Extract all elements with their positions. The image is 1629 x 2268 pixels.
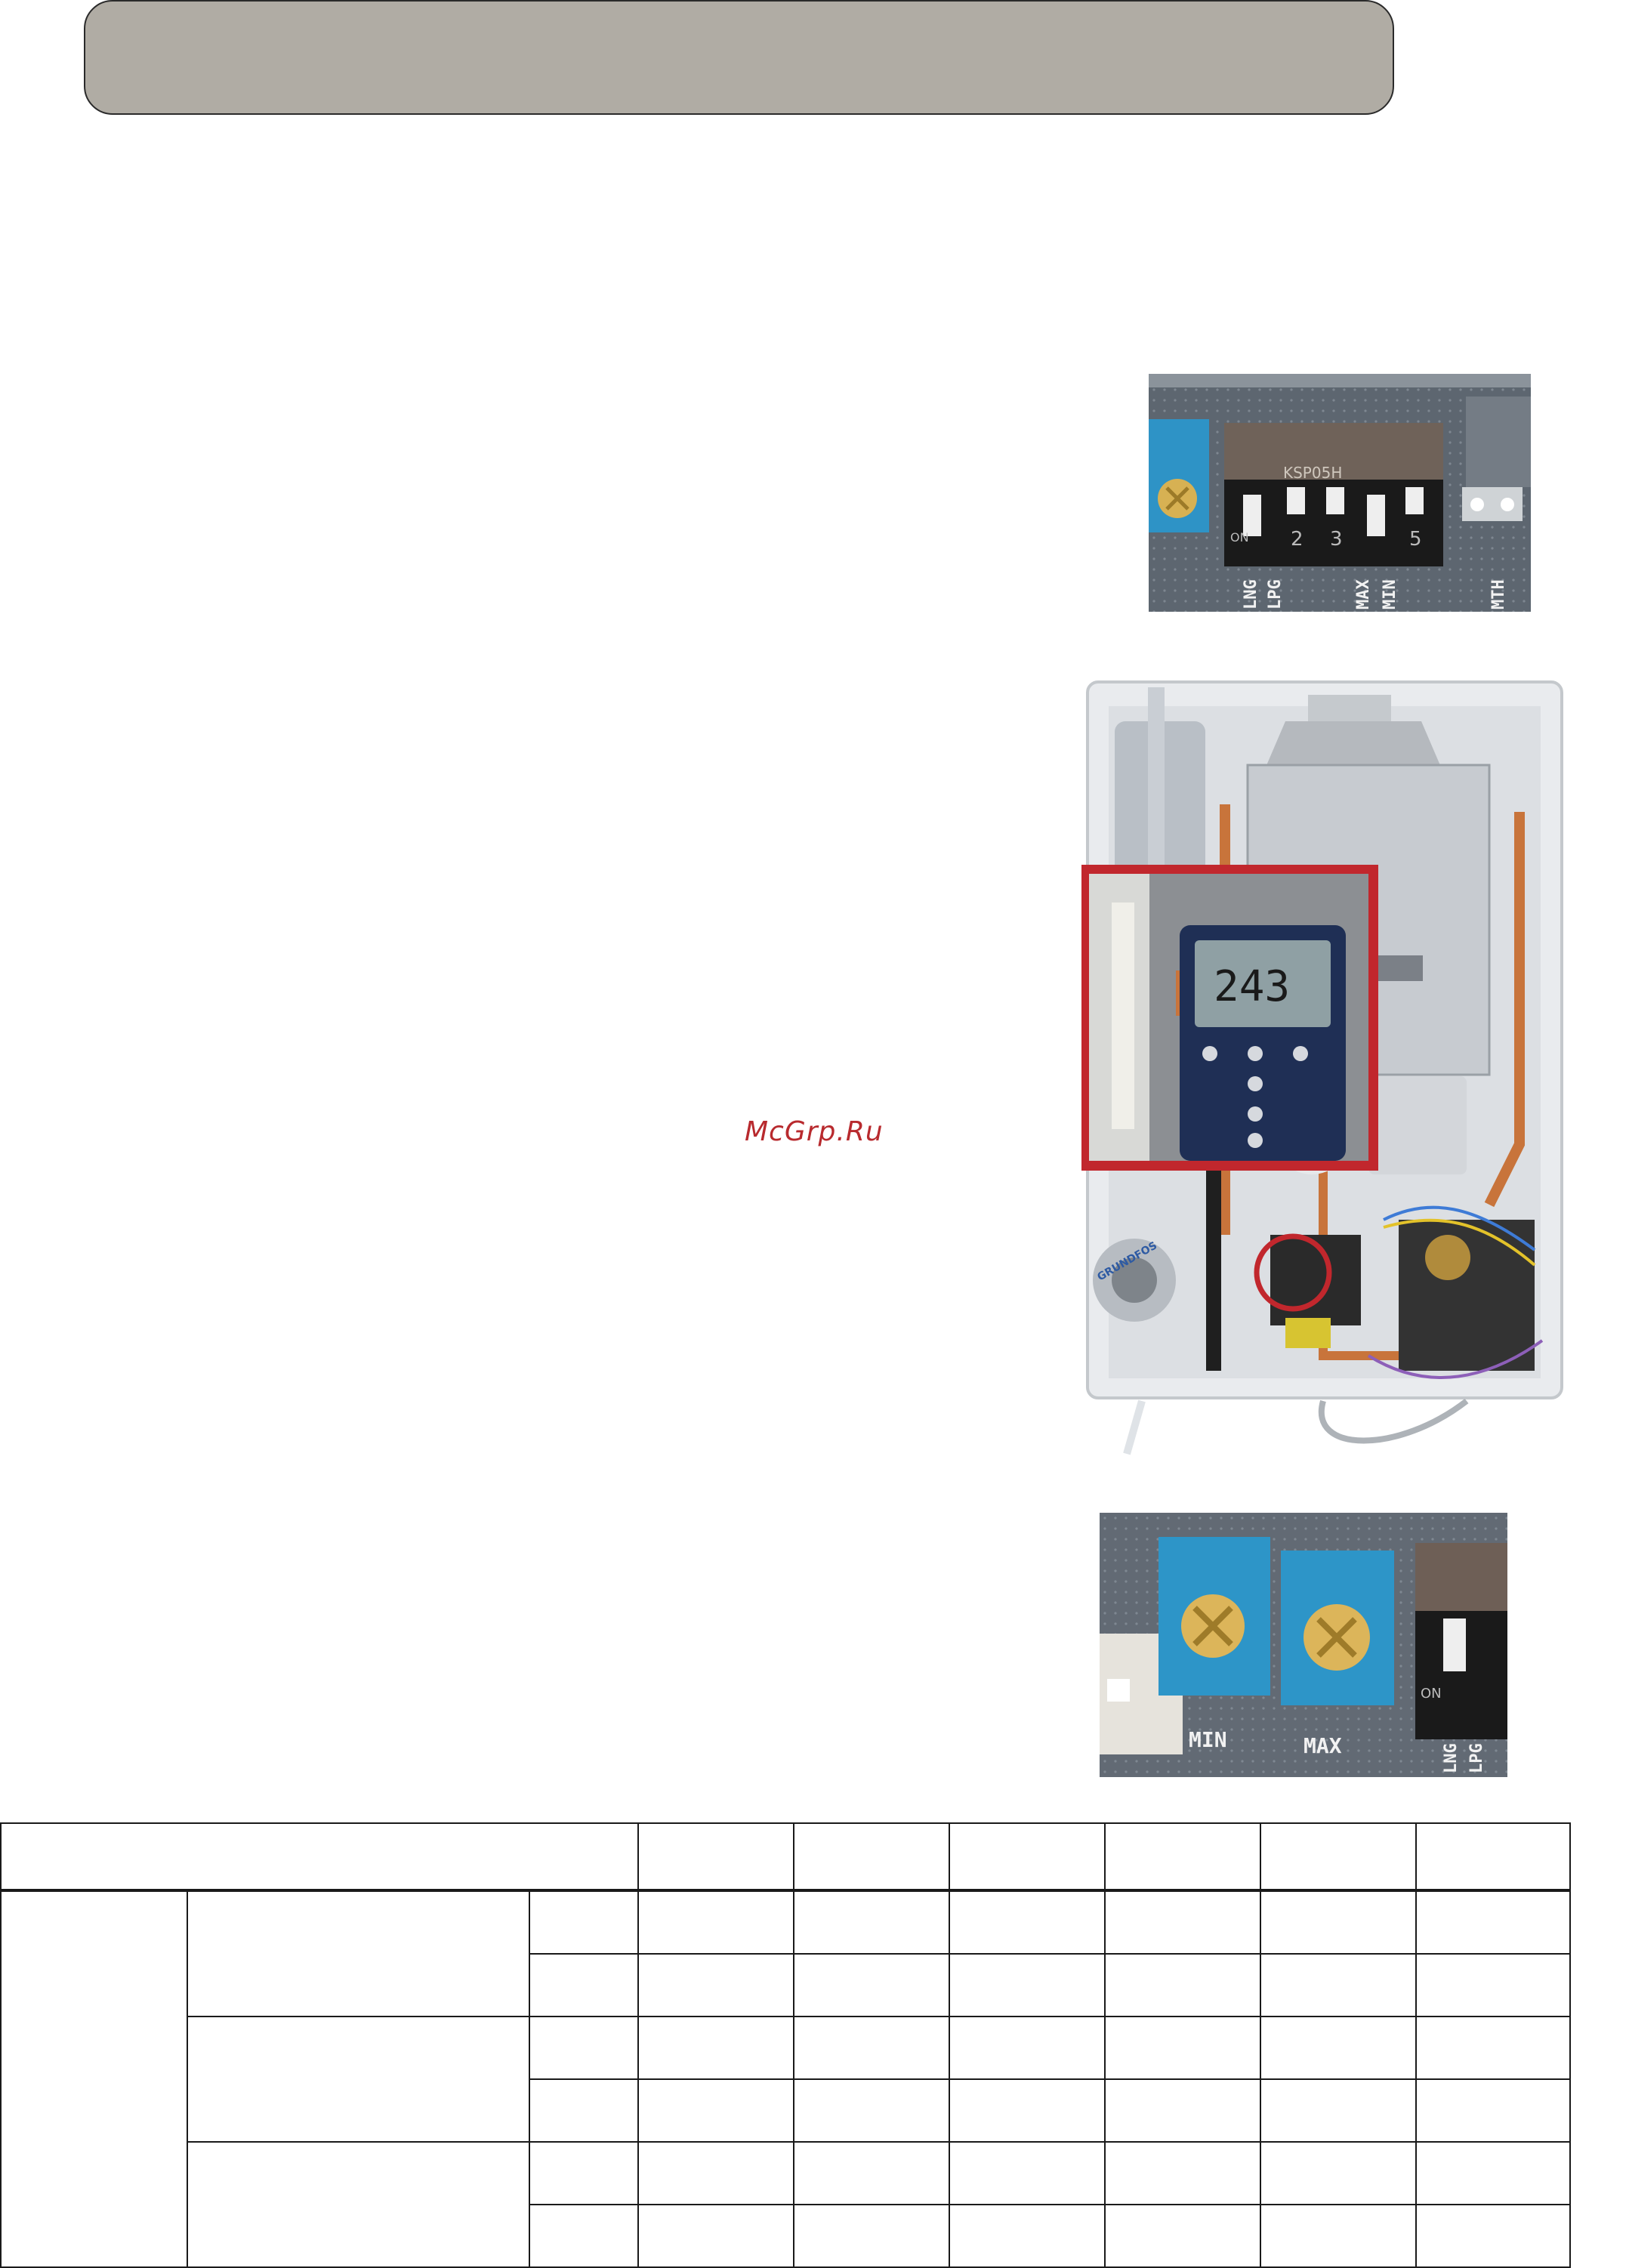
- table-cell: [528, 2204, 640, 2268]
- table-header-row: [0, 1822, 1572, 1892]
- pots-switch-label-lng: LNG: [1442, 1743, 1461, 1773]
- dip-label-max: MAX: [1354, 579, 1373, 609]
- pot-label-min: MIN: [1189, 1727, 1227, 1752]
- table-header-cell: [793, 1822, 951, 1892]
- dip-on-label: ON: [1230, 530, 1249, 545]
- table-cell: [1104, 2141, 1262, 2205]
- table-row: [1, 1953, 1572, 2017]
- dip-switch-photo: KSP05H ON 2 3 5 LNG LPG MAX MIN MTH: [1149, 374, 1531, 612]
- table-row: [1, 2016, 1572, 2143]
- table-cell: [1104, 1890, 1262, 1955]
- table-cell: [637, 2204, 795, 2268]
- table-cell: [637, 1890, 795, 1955]
- table-header-cell: [949, 1822, 1106, 1892]
- pot-label-max: MAX: [1304, 1733, 1342, 1758]
- table-cell: [1104, 2016, 1262, 2080]
- table-cell: [528, 1953, 640, 2017]
- dip-number-2: 2: [1291, 528, 1304, 551]
- table-cell: [793, 1953, 951, 2017]
- table-cell: [637, 2078, 795, 2143]
- table-header-cell: [0, 1822, 640, 1892]
- table-group-cell: [0, 1890, 188, 2268]
- table-cell: [1260, 2141, 1418, 2205]
- table-cell: [1415, 2204, 1572, 2268]
- table-cell: [1415, 1953, 1572, 2017]
- dip-number-3: 3: [1330, 528, 1343, 551]
- table-cell: [949, 2016, 1106, 2080]
- table-cell: [949, 1890, 1106, 1955]
- table-cell: [637, 1953, 795, 2017]
- pots-switch-label-lpg: LPG: [1467, 1743, 1486, 1773]
- table-cell: [1104, 1953, 1262, 2017]
- table-cell: [949, 2204, 1106, 2268]
- table-cell: [1260, 2016, 1418, 2080]
- dip-label-lng: LNG: [1242, 579, 1260, 609]
- table-cell: [793, 1890, 951, 1955]
- table-subgroup-cell: [187, 2141, 530, 2268]
- watermark: McGrp.Ru: [745, 1116, 884, 1147]
- table-subgroup-cell: [187, 2016, 530, 2143]
- section-header-bar: [84, 0, 1394, 115]
- table-row: [1, 2078, 1572, 2143]
- table-cell: [793, 2078, 951, 2143]
- table-cell: [949, 1953, 1106, 2017]
- table-header-cell: [637, 1822, 795, 1892]
- dip-label-min: MIN: [1381, 579, 1399, 609]
- dip-label-lpg: LPG: [1266, 579, 1285, 609]
- spec-table: [0, 1822, 1572, 2268]
- table-cell: [793, 2141, 951, 2205]
- table-row: [1, 2141, 1572, 2268]
- table-cell: [1415, 2078, 1572, 2143]
- table-header-cell: [1104, 1822, 1262, 1892]
- table-cell: [1104, 2204, 1262, 2268]
- table-cell: [1260, 2204, 1418, 2268]
- pots-on-label: ON: [1421, 1686, 1442, 1702]
- table-cell: [528, 2016, 640, 2080]
- table-cell: [1415, 2141, 1572, 2205]
- table-row: [1, 2204, 1572, 2268]
- table-cell: [1260, 1890, 1418, 1955]
- table-header-cell: [1260, 1822, 1418, 1892]
- table-cell: [949, 2141, 1106, 2205]
- table-cell: [528, 2078, 640, 2143]
- potentiometer-photo: ON MIN MAX LNG LPG: [1100, 1513, 1507, 1777]
- table-cell: [528, 1890, 640, 1955]
- table-cell: [1415, 1890, 1572, 1955]
- manometer-reading: 243: [1214, 962, 1290, 1011]
- table-header-cell: [1415, 1822, 1572, 1892]
- table-cell: [793, 2016, 951, 2080]
- table-cell: [949, 2078, 1106, 2143]
- dip-chip-label: KSP05H: [1283, 464, 1342, 482]
- table-cell: [1260, 2078, 1418, 2143]
- table-cell: [637, 2141, 795, 2205]
- table-cell: [1415, 2016, 1572, 2080]
- table-cell: [1260, 1953, 1418, 2017]
- table-cell: [793, 2204, 951, 2268]
- table-row: [0, 1890, 1572, 2268]
- dip-number-5: 5: [1409, 528, 1422, 551]
- boiler-interior-photo: GRUNDFOS 243: [1081, 676, 1563, 1458]
- table-cell: [1104, 2078, 1262, 2143]
- table-cell: [637, 2016, 795, 2080]
- dip-label-mth: MTH: [1489, 579, 1508, 609]
- table-cell: [528, 2141, 640, 2205]
- table-subgroup-cell: [187, 1890, 530, 2017]
